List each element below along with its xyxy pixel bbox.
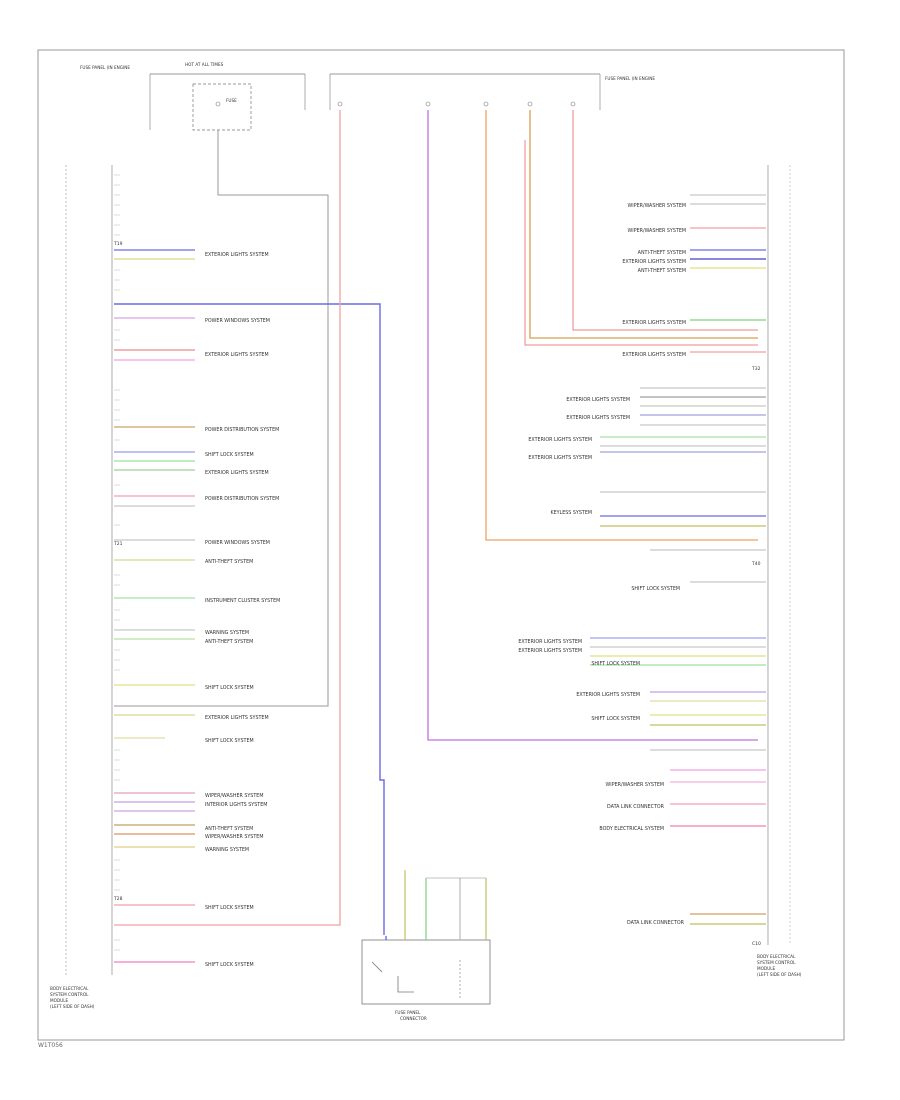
right-label-7: EXTERIOR LIGHTS SYSTEM (622, 352, 686, 358)
right-label-2: WIPER/WASHER SYSTEM (628, 228, 686, 234)
right-module-label-1: BODY ELECTRICAL (757, 954, 796, 959)
right-label-22: DATA LINK CONNECTOR (627, 920, 685, 926)
wire-blue (114, 303, 385, 935)
fuse-box (192, 83, 252, 131)
right-label-3: ANTI-THEFT SYSTEM (638, 250, 686, 256)
fuse-symbol-3 (425, 101, 431, 107)
right-label-8: EXTERIOR LIGHTS SYSTEM (566, 397, 630, 403)
wire-red (572, 110, 758, 331)
left-label-18: ANTI-THEFT SYSTEM (205, 826, 253, 832)
left-module-label-1: BODY ELECTRICAL (50, 986, 89, 991)
right-label-14: EXTERIOR LIGHTS SYSTEM (518, 639, 582, 645)
right-label-5: ANTI-THEFT SYSTEM (638, 268, 686, 274)
wire-red-2 (524, 140, 758, 346)
right-label-11: EXTERIOR LIGHTS SYSTEM (528, 455, 592, 461)
connector-tag: T32 (751, 366, 761, 372)
fuse-row (215, 101, 576, 107)
connector-tag: T21 (113, 541, 123, 547)
center-component-label-1: FUSE PANEL (395, 1010, 421, 1015)
left-module: BODY ELECTRICAL SYSTEM CONTROL MODULE (L… (50, 165, 113, 1009)
left-label-10: INSTRUMENT CLUSTER SYSTEM (205, 598, 280, 604)
left-module-label-3: MODULE (50, 998, 69, 1003)
wire-purple (427, 110, 758, 741)
right-label-10: EXTERIOR LIGHTS SYSTEM (528, 437, 592, 443)
left-label-7: POWER DISTRIBUTION SYSTEM (205, 496, 279, 502)
right-label-1: WIPER/WASHER SYSTEM (628, 203, 686, 209)
center-component-label-2: CONNECTOR (400, 1016, 427, 1021)
left-label-16: WIPER/WASHER SYSTEM (205, 793, 263, 799)
right-module-label-2: SYSTEM CONTROL (757, 960, 796, 965)
left-label-17: INTERIOR LIGHTS SYSTEM (205, 802, 267, 808)
left-label-14: EXTERIOR LIGHTS SYSTEM (205, 715, 269, 721)
left-system-labels: EXTERIOR LIGHTS SYSTEM POWER WINDOWS SYS… (205, 252, 280, 968)
connector-tag: T28 (113, 896, 123, 902)
right-module-label-4: (LEFT SIDE OF DASH) (757, 972, 802, 977)
connector-tag: T40 (751, 561, 761, 567)
right-label-20: DATA LINK CONNECTOR (607, 804, 665, 810)
left-module-label-4: (LEFT SIDE OF DASH) (50, 1004, 95, 1009)
right-label-17: EXTERIOR LIGHTS SYSTEM (576, 692, 640, 698)
left-label-9: ANTI-THEFT SYSTEM (205, 559, 253, 565)
wire-orange (485, 110, 758, 541)
left-label-4: POWER DISTRIBUTION SYSTEM (205, 427, 279, 433)
left-label-19: WIPER/WASHER SYSTEM (205, 834, 263, 840)
left-label-5: SHIFT LOCK SYSTEM (205, 452, 254, 458)
right-label-16: SHIFT LOCK SYSTEM (591, 661, 640, 667)
left-label-6: EXTERIOR LIGHTS SYSTEM (205, 470, 269, 476)
connector-tag: C10 (752, 941, 761, 947)
center-component: FUSE PANEL CONNECTOR (361, 870, 491, 1021)
left-label-21: SHIFT LOCK SYSTEM (205, 905, 254, 911)
left-wire-stubs (114, 249, 195, 963)
right-module-label-3: MODULE (757, 966, 776, 971)
fuse-symbol-4 (483, 101, 489, 107)
fuse-symbol-5 (527, 101, 533, 107)
right-label-18: SHIFT LOCK SYSTEM (591, 716, 640, 722)
fuse-box-label: FUSE (226, 98, 237, 103)
right-label-4: EXTERIOR LIGHTS SYSTEM (622, 259, 686, 265)
right-label-15: EXTERIOR LIGHTS SYSTEM (518, 648, 582, 654)
top-center-label: HOT AT ALL TIMES (185, 62, 224, 67)
right-label-12: KEYLESS SYSTEM (550, 510, 592, 516)
fuse-symbol-6 (570, 101, 576, 107)
connector-tags: T19 T21 T28 T32 T40 C10 (113, 241, 761, 947)
left-label-13: SHIFT LOCK SYSTEM (205, 685, 254, 691)
right-label-9: EXTERIOR LIGHTS SYSTEM (566, 415, 630, 421)
right-system-labels: WIPER/WASHER SYSTEM WIPER/WASHER SYSTEM … (518, 203, 686, 926)
left-label-8: POWER WINDOWS SYSTEM (205, 540, 270, 546)
right-label-13: SHIFT LOCK SYSTEM (631, 586, 680, 592)
fuse-symbol-1 (215, 101, 221, 107)
right-label-21: BODY ELECTRICAL SYSTEM (599, 826, 664, 832)
left-label-11: WARNING SYSTEM (205, 630, 249, 636)
left-label-2: POWER WINDOWS SYSTEM (205, 318, 270, 324)
left-pin-ticks (114, 174, 120, 951)
left-label-1: EXTERIOR LIGHTS SYSTEM (205, 252, 269, 258)
fuse-symbol-2 (337, 101, 343, 107)
connector-tag: T19 (113, 241, 123, 247)
figure-code: W1T056 (38, 1042, 63, 1049)
right-label-19: WIPER/WASHER SYSTEM (606, 782, 664, 788)
top-right-label: FUSE PANEL (IN ENGINE (605, 76, 655, 81)
diagram-frame (37, 49, 845, 1041)
wire-tan (529, 110, 758, 339)
switch-symbol (371, 961, 414, 993)
left-label-22: SHIFT LOCK SYSTEM (205, 962, 254, 968)
top-left-label: FUSE PANEL (IN ENGINE (80, 65, 130, 70)
right-wire-stubs (590, 194, 766, 925)
left-label-12: ANTI-THEFT SYSTEM (205, 639, 253, 645)
left-module-label-2: SYSTEM CONTROL (50, 992, 89, 997)
wire-pink (114, 110, 341, 926)
left-label-15: SHIFT LOCK SYSTEM (205, 738, 254, 744)
routed-wires (114, 110, 758, 935)
right-label-6: EXTERIOR LIGHTS SYSTEM (622, 320, 686, 326)
right-module: BODY ELECTRICAL SYSTEM CONTROL MODULE (L… (757, 165, 802, 977)
left-label-3: EXTERIOR LIGHTS SYSTEM (205, 352, 269, 358)
left-label-20: WARNING SYSTEM (205, 847, 249, 853)
fuse-panel-group: FUSE PANEL (IN ENGINE HOT AT ALL TIMES F… (80, 62, 655, 131)
wire-grey-loop (114, 130, 329, 707)
center-component-box (361, 939, 491, 1005)
